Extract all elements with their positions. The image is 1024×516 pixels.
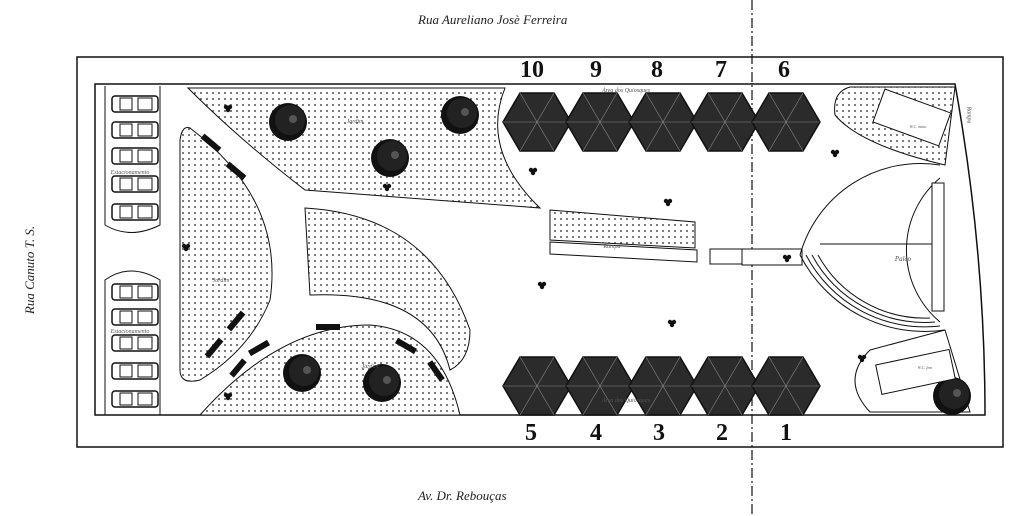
walkway [741, 248, 803, 266]
stage [799, 162, 946, 332]
kiosk-number: 8 [651, 57, 663, 83]
wc-male-label: W.C. masc [909, 124, 927, 129]
garden-center [304, 207, 471, 371]
kiosks-bottom [502, 356, 821, 416]
ramp [549, 241, 698, 263]
street-left: Rua Canuto T. S. [22, 225, 37, 315]
stage-label: Palco [894, 255, 912, 263]
garden-ramp [549, 209, 696, 249]
kiosk-number: 7 [715, 57, 727, 83]
garden-label: Jardim [361, 364, 379, 370]
kiosk-area-label: Área dos Quiosques [601, 398, 651, 404]
parking-bay-top [104, 86, 161, 233]
parking-label: Estacionamento [110, 170, 150, 176]
parking-label: Estacionamento [110, 329, 150, 335]
ramp-label: Rampa [965, 106, 972, 124]
kiosk-number: 4 [590, 420, 602, 446]
kiosk-number: 6 [778, 57, 790, 83]
wc-female-label: W.C. fem [917, 365, 933, 370]
kiosk-number: 1 [780, 420, 792, 446]
garden-label: Jardim [212, 278, 230, 284]
kiosk-number: 9 [590, 57, 602, 83]
garden-label: Jardim [346, 119, 364, 125]
kiosk-number: 2 [716, 420, 728, 446]
garden-left [179, 127, 273, 382]
kiosk-number: 5 [525, 420, 537, 446]
street-top: Rua Aureliano Josè Ferreira [418, 12, 568, 27]
benches [200, 133, 445, 382]
ramp-label: Rampa [603, 244, 621, 250]
wc-buildings [872, 88, 956, 395]
parking-bay-bottom [104, 270, 161, 415]
kiosk-number: 10 [520, 57, 544, 83]
kiosk-number: 3 [653, 420, 665, 446]
kiosk-area-label: Área dos Quiosques [601, 88, 651, 94]
kiosks-top [502, 92, 821, 152]
street-bottom: Av. Dr. Rebouças [418, 488, 507, 503]
